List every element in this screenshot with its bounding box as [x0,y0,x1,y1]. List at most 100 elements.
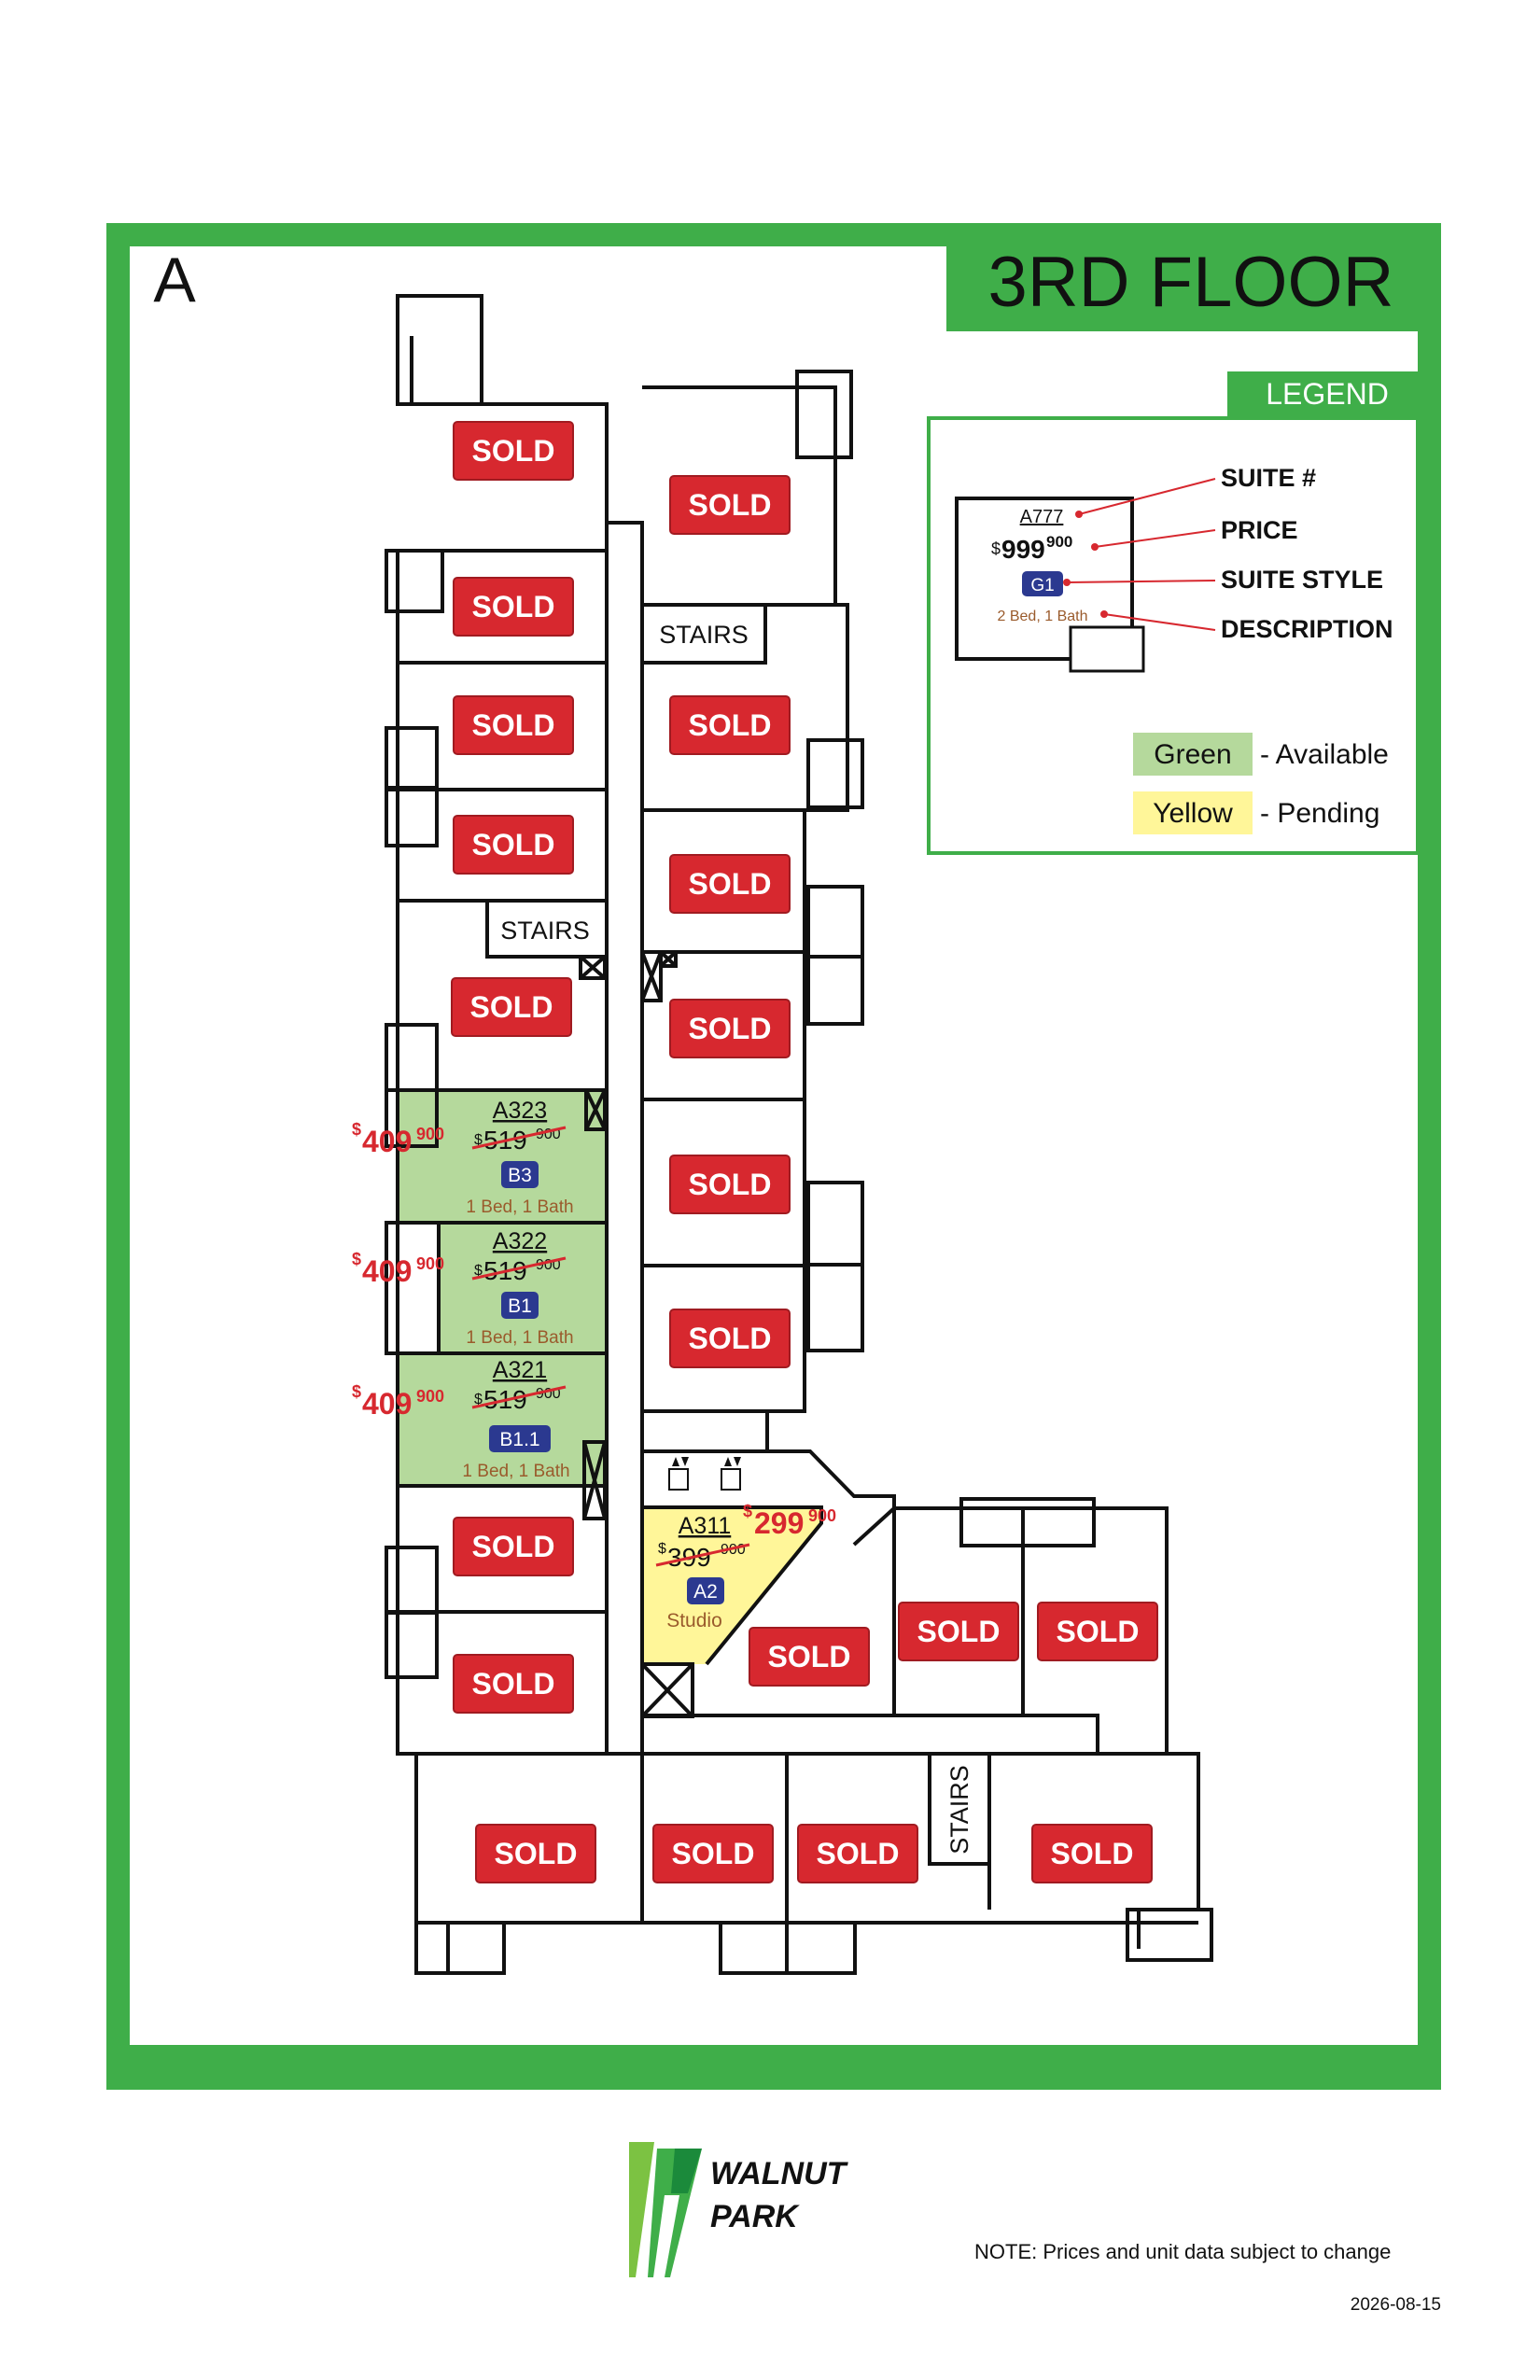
unit-a322[interactable]: A322 $ 519 900 B1 1 Bed, 1 Bath $ 409 90… [352,1228,574,1348]
floor-plan-walls [385,294,1213,1975]
stairs-label-south: STAIRS [945,1765,973,1855]
legend-green-text: - Available [1260,739,1389,770]
sale-price-dollar: $ [352,1120,361,1139]
svg-text:SOLD: SOLD [472,1530,555,1563]
floor-title: 3RD FLOOR [988,243,1394,322]
svg-text:SOLD: SOLD [689,1012,772,1045]
sold-badge: SOLD [749,1627,870,1687]
sold-badge: SOLD [451,977,572,1037]
legend-green-swatch [1133,733,1253,776]
style-badge [687,1577,724,1604]
unit-a323[interactable]: A323 $ 519 900 B3 1 Bed, 1 Bath $ 409 90… [352,1098,574,1217]
logo-line1: WALNUT [710,2156,849,2191]
sold-badge: SOLD [669,854,791,914]
legend-price-cents: 900 [1046,533,1072,551]
unit-a321-fill [398,1353,605,1486]
building-tab [130,246,242,332]
legend-label-description: DESCRIPTION [1221,615,1393,643]
sale-price-dollar: $ [743,1502,752,1520]
legend-style-badge [1022,571,1063,596]
sale-price-dollar: $ [352,1250,361,1268]
svg-text:SOLD: SOLD [689,1168,772,1201]
svg-text:SOLD: SOLD [689,488,772,522]
style-badge-text: B1 [508,1295,532,1317]
style-badge [501,1161,539,1188]
svg-text:SOLD: SOLD [472,708,555,742]
building-label: A [153,245,196,315]
sale-price-cents: 900 [416,1125,444,1143]
svg-text:SOLD: SOLD [689,1322,772,1355]
style-badge-text: B1.1 [499,1429,539,1450]
sold-badge: SOLD [453,1654,574,1714]
legend-yellow-swatch [1133,791,1253,834]
sale-price-main: 299 [754,1506,804,1540]
sale-price-main: 409 [362,1254,412,1288]
svg-text:SOLD: SOLD [917,1615,1001,1648]
legend-suite-number: A777 [1020,507,1064,527]
sold-badge: SOLD [898,1602,1019,1661]
price-strikethrough [655,1543,750,1567]
suite-number: A311 [679,1513,732,1539]
unit-a322-fill [439,1223,605,1353]
unit-description: 1 Bed, 1 Bath [466,1328,573,1348]
legend-price-main: 999 [1001,535,1045,564]
legend-label-price: PRICE [1221,516,1298,544]
unit-description: 1 Bed, 1 Bath [462,1462,569,1481]
legend-yellow-word: Yellow [1153,798,1233,829]
legend-title-tab [1227,371,1418,416]
sold-badge: SOLD [669,475,791,535]
legend-price-dollar: $ [991,539,1001,558]
old-price-dollar: $ [474,1263,483,1279]
top-white-band [242,246,946,332]
suite-number: A321 [493,1357,547,1383]
sale-price-dollar: $ [352,1382,361,1401]
old-price-dollar: $ [474,1392,483,1407]
svg-text:SOLD: SOLD [1051,1837,1134,1870]
suite-number: A322 [493,1228,547,1254]
sale-price-main: 409 [362,1387,412,1421]
unit-a323-fill [398,1090,605,1223]
sale-price-main: 409 [362,1125,412,1158]
price-strikethrough [471,1126,567,1150]
legend-leader-lines [1066,478,1216,631]
sold-badge: SOLD [453,577,574,637]
sale-price-cents: 900 [416,1387,444,1406]
unit-a311-fill [644,1507,821,1664]
svg-text:SOLD: SOLD [689,867,772,901]
sold-badge: SOLD [453,695,574,755]
svg-text:SOLD: SOLD [495,1837,578,1870]
unit-description: 1 Bed, 1 Bath [466,1197,573,1217]
price-strikethrough [471,1256,567,1281]
unit-a321[interactable]: A321 $ 519 900 B1.1 1 Bed, 1 Bath $ 409 … [352,1357,570,1481]
price-strikethrough [471,1385,567,1409]
unit-a311[interactable]: A311 $ 399 900 A2 Studio $ 299 900 [655,1502,836,1631]
suite-number: A323 [493,1098,547,1124]
svg-text:SOLD: SOLD [472,590,555,623]
sold-badge: SOLD [669,1309,791,1368]
logo-line2: PARK [710,2199,800,2234]
legend-label-style: SUITE STYLE [1221,566,1383,594]
legend-label-suite: SUITE # [1221,464,1316,492]
sold-badge: SOLD [669,999,791,1058]
walnut-park-logo: WALNUT PARK [629,2142,849,2277]
sold-badge: SOLD [652,1824,774,1883]
style-badge [489,1425,551,1452]
elevator-arrow-icons [672,1457,741,1466]
sale-price-cents: 900 [808,1506,836,1525]
sale-price-cents: 900 [416,1254,444,1273]
sold-badge: SOLD [453,1517,574,1576]
sold-badge: SOLD [453,421,574,481]
legend-leader-dots [1063,511,1108,618]
style-badge-text: B3 [508,1165,532,1186]
sold-badge: SOLD [1037,1602,1158,1661]
elevator-icons [668,1468,741,1491]
sold-badge: SOLD [1031,1824,1153,1883]
sold-badge: SOLD [797,1824,918,1883]
old-price-dollar: $ [474,1132,483,1148]
legend-description-text: 2 Bed, 1 Bath [998,609,1088,624]
svg-text:SOLD: SOLD [472,434,555,468]
old-price-dollar: $ [658,1541,666,1557]
unit-description: Studio [666,1610,722,1631]
disclaimer-note: NOTE: Prices and unit data subject to ch… [974,2240,1391,2263]
